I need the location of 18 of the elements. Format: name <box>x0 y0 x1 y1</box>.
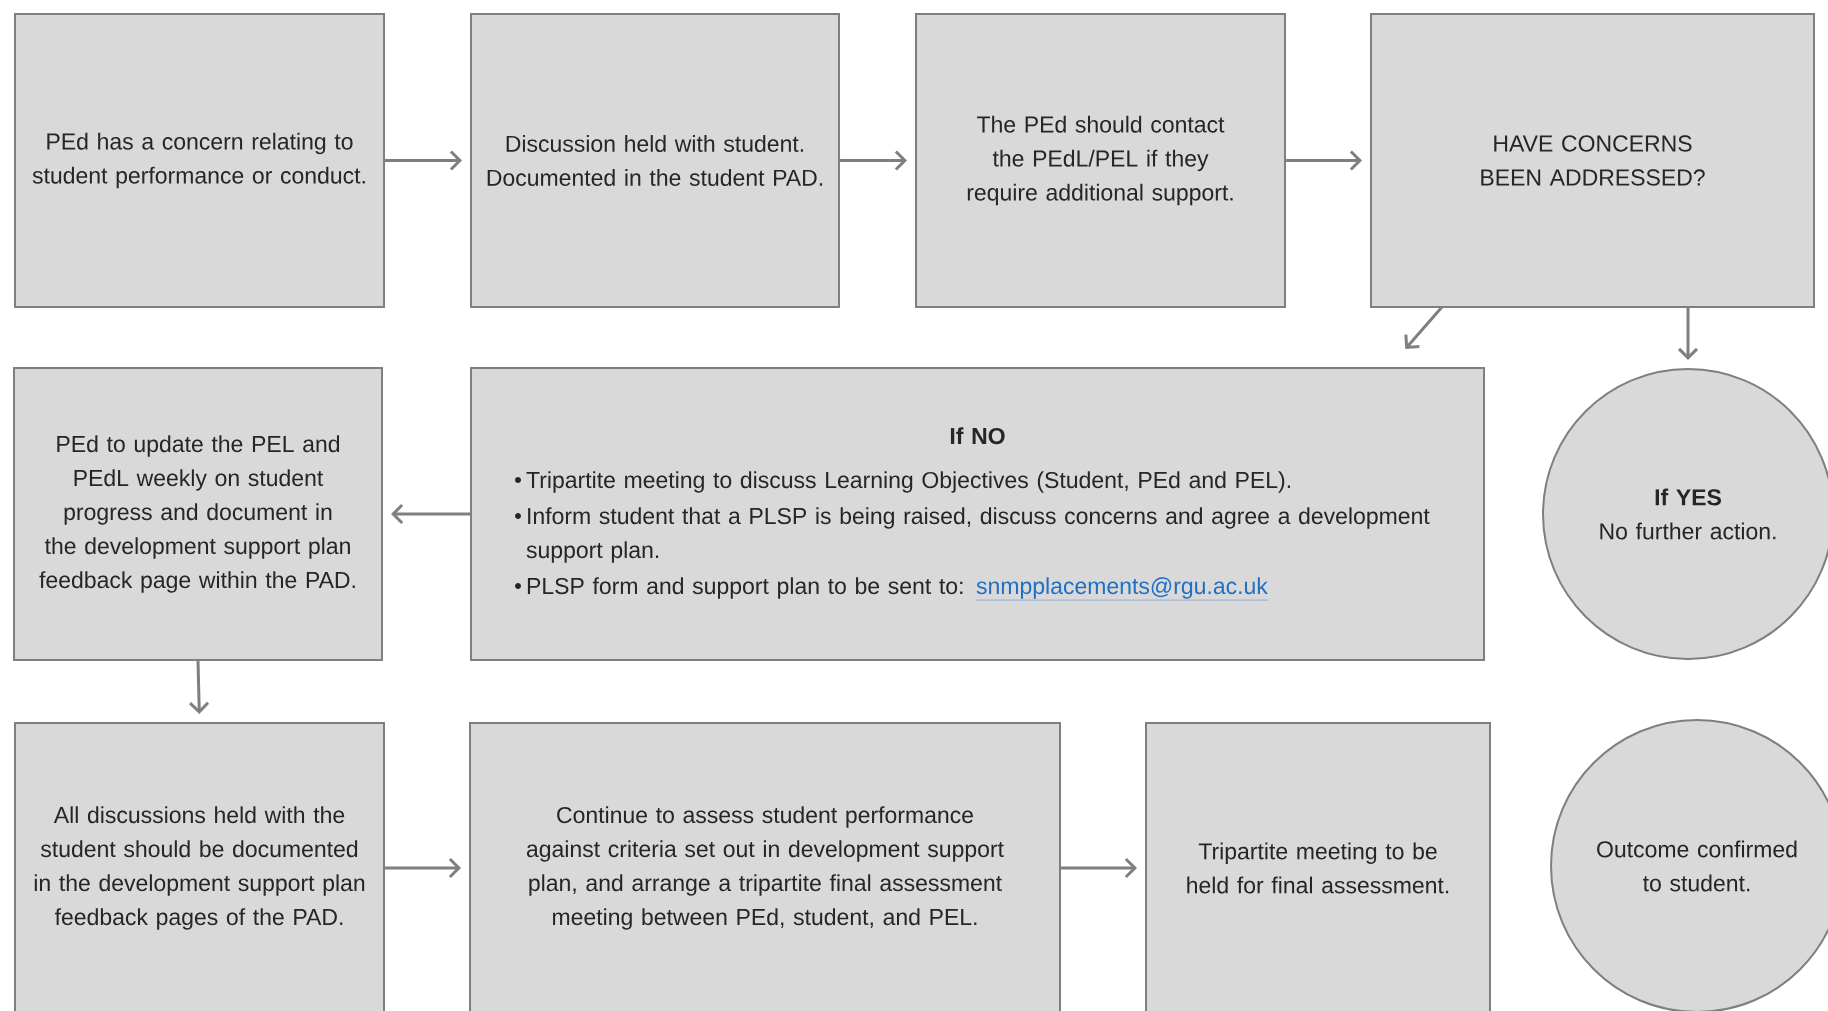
arrow <box>1404 306 1444 349</box>
process-box: Continue to assess student performance against criteria set out in development support plan, and arrange a tripartite final assessment meeting between PEd, student, and PEL. <box>469 722 1061 1011</box>
arrow <box>385 150 462 171</box>
arrow <box>1061 857 1137 879</box>
arrow <box>385 857 461 879</box>
process-box: All discussions held with the student should be documented in the development support plan feedback pages of the PAD. <box>14 722 385 1011</box>
process-box: Discussion held with student. Documented in the student PAD. <box>470 13 840 308</box>
arrow <box>1677 308 1699 360</box>
process-box: If NO Tripartite meeting to discuss Learning Objectives (Student, PEd and PEL). Inform student that a PLSP is being raised, discuss concerns and agree a development support plan. PLSP form and support plan to be sent to: snmpplacements@rgu.ac.uk <box>470 367 1485 661</box>
process-box: The PEd should contact the PEdL/PEL if they require additional support. <box>915 13 1286 308</box>
process-box: Tripartite meeting to be held for final assessment. <box>1145 722 1491 1011</box>
arrow <box>189 660 210 714</box>
process-box: PEd has a concern relating to student performance or conduct. <box>14 13 385 308</box>
arrow <box>1286 150 1362 171</box>
arrow <box>391 503 470 525</box>
process-box: PEd to update the PEL and PEdL weekly on student progress and document in the development support plan feedback page within the PAD. <box>13 367 383 661</box>
arrow <box>840 150 907 171</box>
process-box: HAVE CONCERNS BEEN ADDRESSED? <box>1370 13 1815 308</box>
